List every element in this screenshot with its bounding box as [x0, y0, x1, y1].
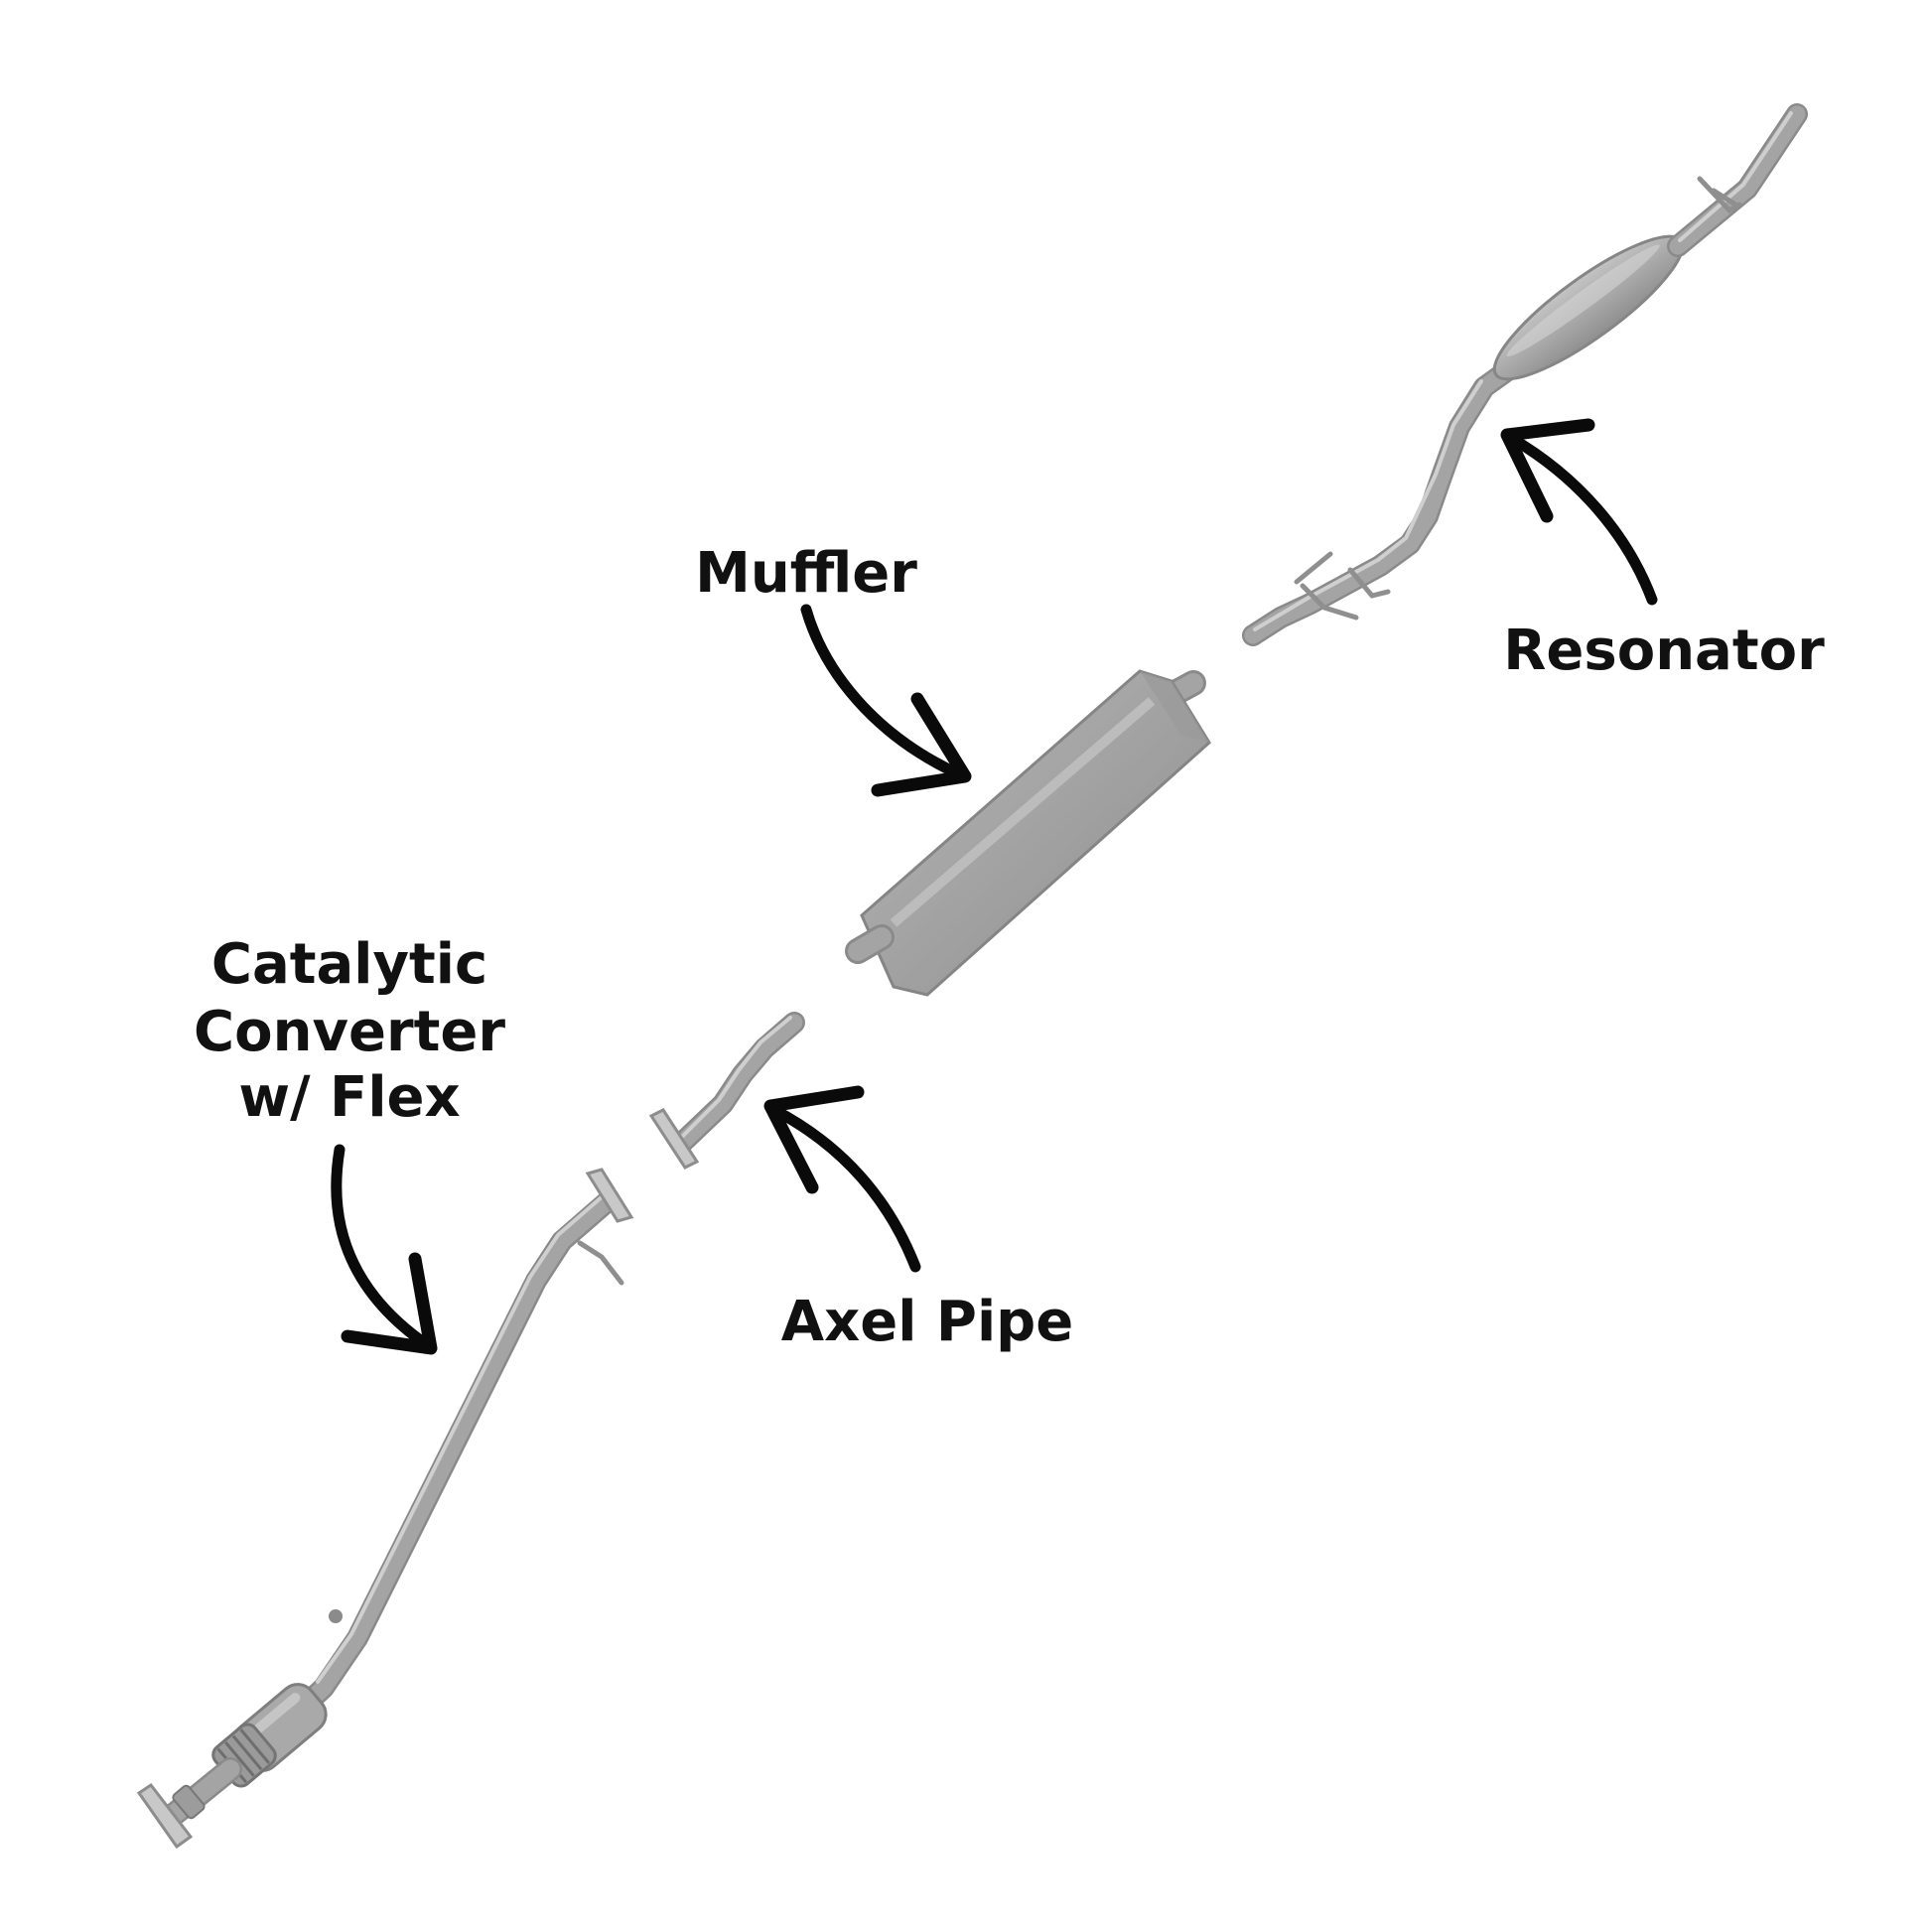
- catalytic-converter-label-line2: Converter: [194, 1000, 505, 1064]
- muffler-label: Muffler: [695, 541, 917, 606]
- axel-pipe-part: [648, 1012, 805, 1170]
- resonator-assembly: [1242, 103, 1808, 646]
- resonator-arrow: [1500, 418, 1658, 606]
- catalytic-converter-arrow: [331, 1144, 438, 1355]
- axel-pipe-arrow: [763, 1085, 921, 1273]
- catalytic-converter-label-line1: Catalytic: [211, 932, 487, 997]
- muffler-body: [845, 669, 1211, 997]
- muffler-arrow: [800, 604, 972, 797]
- axel-pipe-label: Axel Pipe: [781, 1290, 1073, 1354]
- catalytic-converter-label-line3: w/ Flex: [238, 1065, 460, 1130]
- resonator-label: Resonator: [1503, 619, 1825, 683]
- catalytic-converter-part: [136, 1168, 634, 1850]
